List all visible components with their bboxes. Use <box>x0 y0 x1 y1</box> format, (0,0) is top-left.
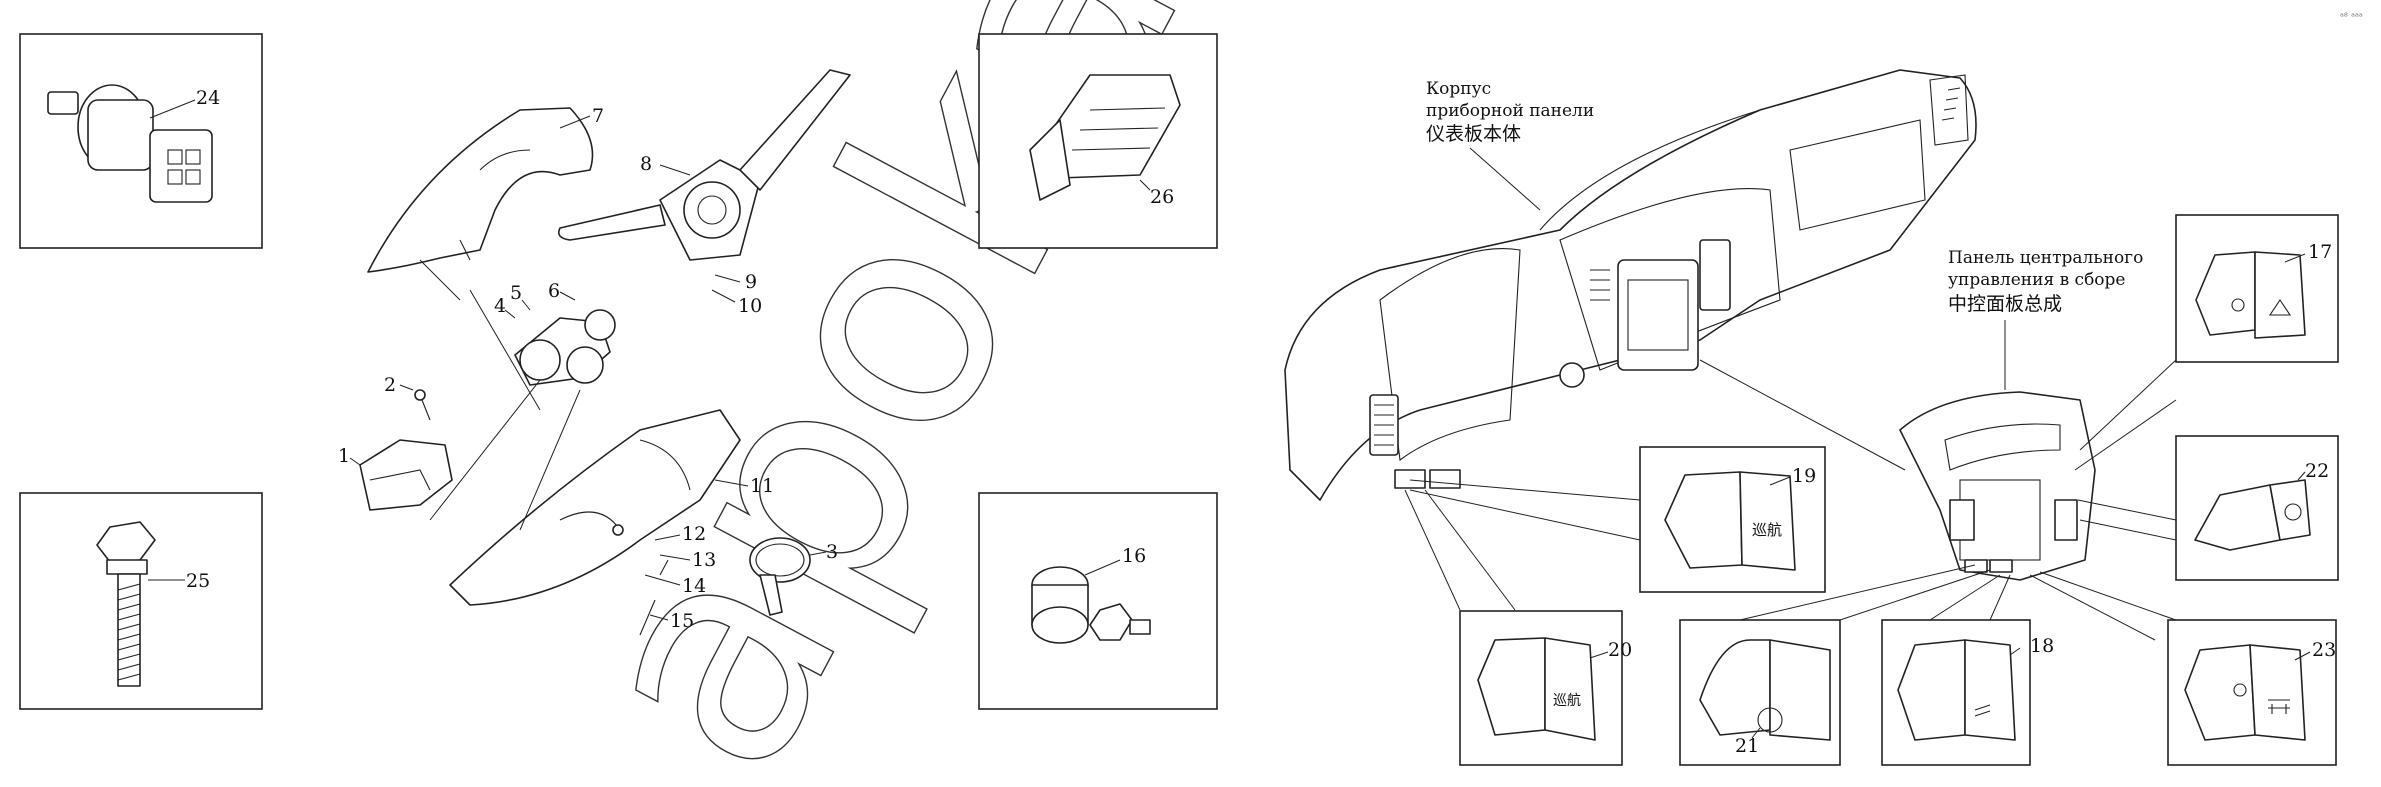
callout-instrument-panel-line3: 仪表板本体 <box>1426 123 1521 145</box>
label-6: 6 <box>548 280 560 302</box>
detail-box-17: 17 <box>2175 214 2339 363</box>
switch-22 <box>2194 479 2311 551</box>
cruise-switch-20: 巡航 <box>1477 637 1596 741</box>
label-13: 13 <box>692 549 716 571</box>
instrument-panel-callout: Корпус приборной панели 仪表板本体 <box>1426 79 1594 211</box>
connector-part-26 <box>1029 74 1181 201</box>
corner-mark: ᵃ⁸ ᵃᵃᵃ <box>2340 12 2363 23</box>
label-7: 7 <box>592 105 604 127</box>
callout-center-console-line2: управления в сборе <box>1948 270 2125 290</box>
detail-box-26: 26 <box>978 33 1218 249</box>
detail-box-21: 21 <box>1679 619 1841 766</box>
label-26: 26 <box>1150 186 1174 208</box>
pressure-sensor-part <box>47 84 213 203</box>
label-10: 10 <box>738 295 762 317</box>
callout-instrument-panel-line1: Корпус <box>1426 79 1491 99</box>
switch-leader-lines <box>1404 359 2191 641</box>
cruise-switch-19: 巡航 <box>1664 471 1796 571</box>
label-1: 1 <box>338 445 350 467</box>
label-25: 25 <box>186 570 210 592</box>
label-8: 8 <box>640 153 652 175</box>
label-9: 9 <box>745 271 757 293</box>
label-22: 22 <box>2305 460 2329 482</box>
center-console-callout: Панель центрального управления в сборе 中… <box>1948 248 2143 390</box>
label-19: 19 <box>1792 465 1816 487</box>
label-2: 2 <box>384 374 396 396</box>
detail-box-20: 巡航 20 <box>1459 610 1632 766</box>
label-23: 23 <box>2312 639 2336 661</box>
callout-center-console-line3: 中控面板总成 <box>1948 293 2062 315</box>
hazard-switch-17 <box>2195 251 2306 339</box>
rear-defrost-switch-23 <box>2184 644 2306 741</box>
detail-box-19: 巡航 19 <box>1639 446 1826 593</box>
steering-column-assembly: 7 8 9 10 6 5 4 2 1 <box>338 69 851 636</box>
cable-clamp-part: 3 <box>749 537 838 616</box>
detail-box-16: 16 <box>978 492 1218 710</box>
label-18: 18 <box>2030 635 2054 657</box>
label-17: 17 <box>2308 241 2332 263</box>
label-14: 14 <box>682 575 706 597</box>
detail-box-24: 24 <box>19 33 263 249</box>
label-4: 4 <box>494 295 506 317</box>
label-3: 3 <box>826 541 838 563</box>
label-12: 12 <box>682 523 706 545</box>
switch-21 <box>1699 639 1831 741</box>
detail-box-25: 25 <box>19 492 263 710</box>
label-11: 11 <box>750 475 774 497</box>
callout-instrument-panel-line2: приборной панели <box>1426 101 1594 121</box>
detail-box-18: 18 <box>1881 619 2054 766</box>
label-15: 15 <box>670 610 694 632</box>
sensor-part-16 <box>1031 566 1151 644</box>
center-console-assembly <box>1899 391 2096 581</box>
label-20: 20 <box>1608 639 1632 661</box>
instrument-panel-body <box>1284 69 1977 501</box>
switch-19-mark: 巡航 <box>1752 521 1782 539</box>
label-16: 16 <box>1122 545 1146 567</box>
label-5: 5 <box>510 282 522 304</box>
label-24: 24 <box>196 87 220 109</box>
detail-box-22: 22 <box>2175 435 2339 581</box>
label-21: 21 <box>1735 735 1759 757</box>
fog-lamp-switch-18 <box>1897 639 2016 741</box>
bolt-part <box>96 521 156 687</box>
switch-20-mark: 巡航 <box>1553 693 1581 709</box>
detail-box-23: 23 <box>2167 619 2337 766</box>
callout-center-console-line1: Панель центрального <box>1948 248 2143 268</box>
